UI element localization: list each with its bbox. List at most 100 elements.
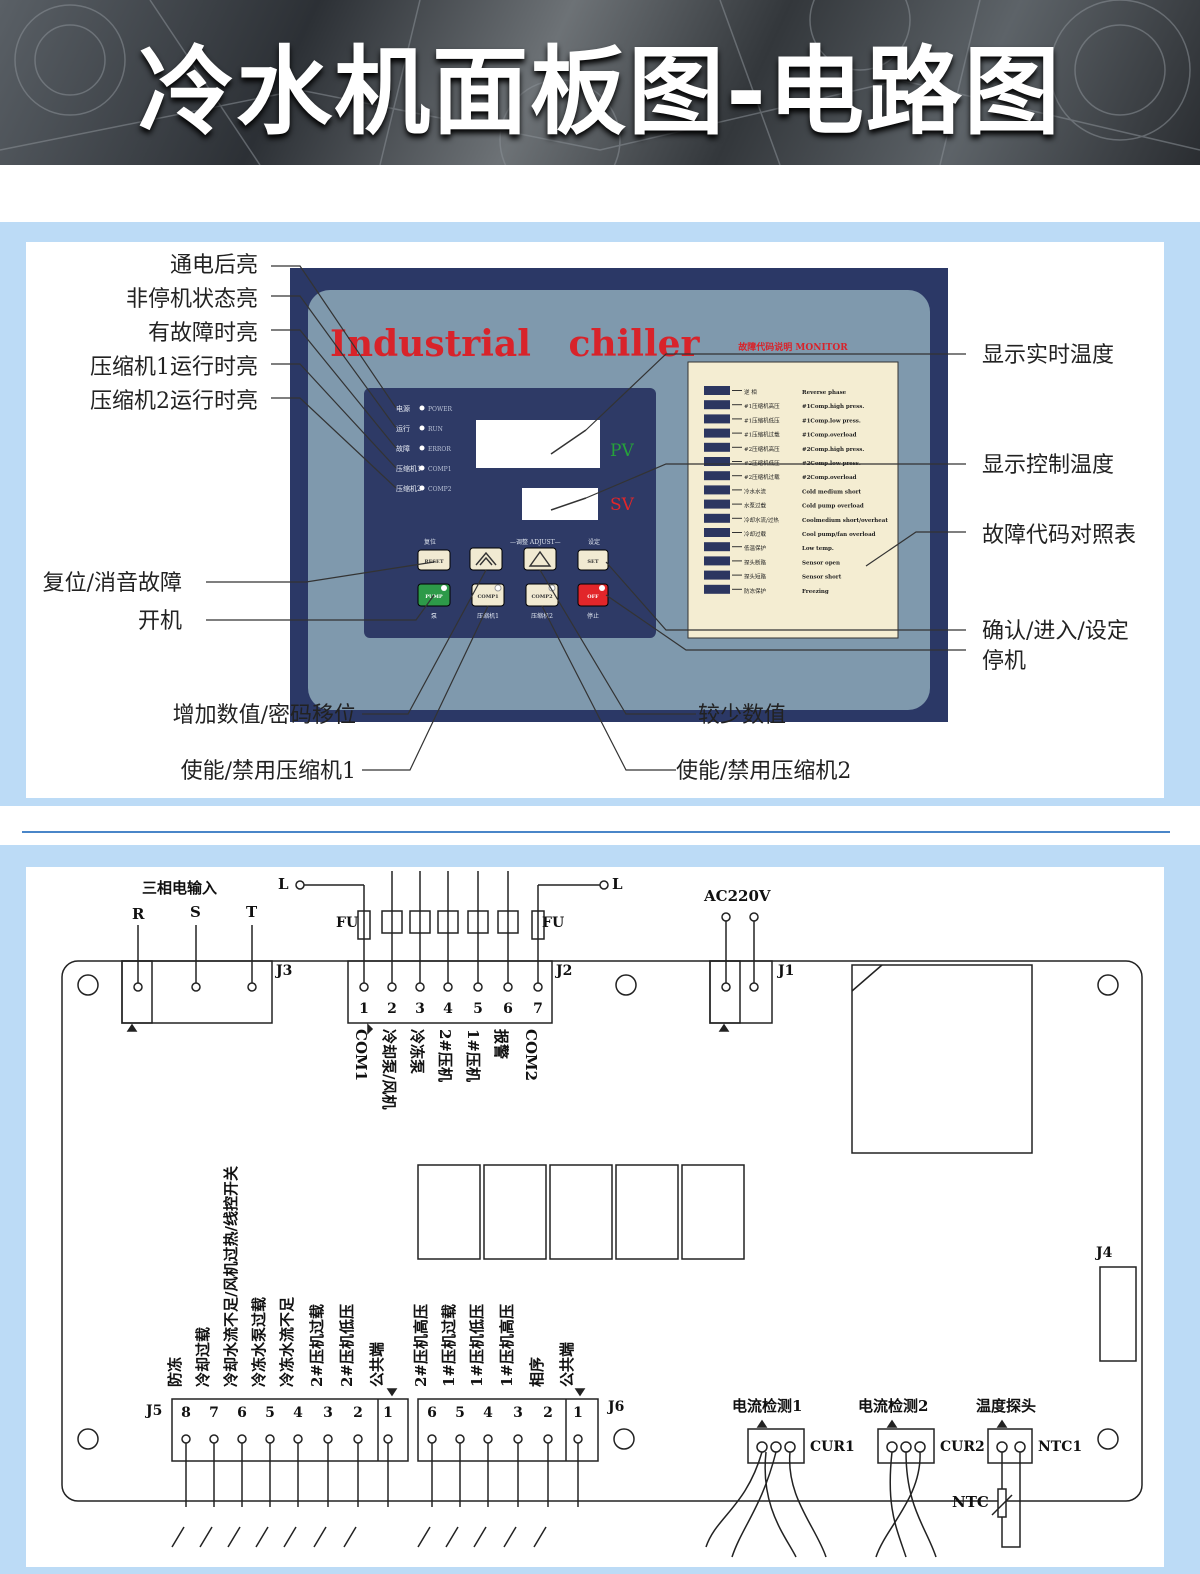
- j6-pin-number: 1: [573, 1405, 583, 1421]
- fault-code-chip: [704, 556, 730, 566]
- callout-comp1-toggle: 使能/禁用压缩机1: [181, 759, 356, 784]
- shift-arrow-button[interactable]: [523, 547, 557, 571]
- fault-code-en: #2Comp.overload: [802, 475, 857, 481]
- sv-display: [522, 488, 598, 520]
- fault-code-en: Sensor short: [802, 575, 842, 581]
- led-indicator: [419, 465, 425, 471]
- banner: 冷水机面板图-电路图: [0, 0, 1200, 165]
- j2-pin-number: 1: [359, 1001, 369, 1017]
- callout-start: 开机: [138, 609, 182, 634]
- fault-code-en: Freezing: [802, 589, 829, 595]
- j5-pin-number: 2: [353, 1405, 363, 1421]
- led-label-cn: 故障: [396, 444, 410, 453]
- j2-pin-label: COM2: [522, 1029, 540, 1081]
- j6-label: J6: [606, 1399, 624, 1415]
- fault-code-en: Cold medium short: [802, 489, 862, 495]
- led-label-cn: 压缩机1: [396, 464, 421, 473]
- fault-code-chip: [704, 428, 730, 438]
- reset-button[interactable]: RESET: [417, 549, 451, 571]
- callout-comp2-toggle: 使能/禁用压缩机2: [676, 759, 851, 784]
- fault-code-cn: 逆 相: [744, 388, 757, 396]
- circuit-card: J4 三相电输入 R S T J3 L L FU FU: [26, 867, 1164, 1567]
- led-label-cn: 电源: [396, 404, 410, 413]
- j1-connector: [709, 912, 773, 1032]
- j5-pin-number: 6: [237, 1405, 247, 1421]
- j3-connector: [121, 925, 273, 1032]
- j5-pin-hole: [323, 1434, 333, 1444]
- section-divider: [22, 831, 1170, 833]
- relay-block: [417, 1164, 745, 1260]
- callout-increase: 增加数值/密码移位: [173, 703, 356, 728]
- fault-code-chip: [704, 442, 730, 452]
- shift-arrow-icon: [528, 550, 552, 567]
- reset-button-label: RESET: [424, 559, 443, 565]
- switch-symbol: [313, 1526, 327, 1548]
- j3-label: J3: [274, 963, 292, 979]
- j6-pin-hole: [483, 1434, 493, 1444]
- switch-symbol: [533, 1526, 547, 1548]
- fault-code-chip: [704, 542, 730, 552]
- j5-pin-number: 1: [383, 1405, 393, 1421]
- j2-pin-number: 6: [503, 1001, 513, 1017]
- fault-code-cn: 冷水水流: [744, 487, 767, 495]
- callout-sv: 显示控制温度: [982, 453, 1114, 478]
- j5-pin-hole: [353, 1434, 363, 1444]
- j1-label: J1: [776, 963, 794, 979]
- l-right: L: [612, 875, 623, 893]
- mount-hole: [77, 1428, 99, 1450]
- off-button[interactable]: OFF: [577, 583, 609, 607]
- callout-stop: 停机: [982, 649, 1026, 674]
- comp1-button-label: COMP1: [477, 594, 498, 600]
- j2-pin-label: COM1: [352, 1029, 370, 1081]
- j6-pin-label: 相序: [528, 1357, 546, 1387]
- up-arrow-button[interactable]: [469, 547, 503, 571]
- fault-code-chip: [704, 471, 730, 481]
- j2-pin-number: 7: [533, 1001, 543, 1017]
- j5-pin-number: 8: [181, 1405, 191, 1421]
- j5-pin-hole: [293, 1434, 303, 1444]
- switch-symbol: [255, 1526, 269, 1548]
- set-button[interactable]: SET: [577, 549, 609, 571]
- cur1-tag: CUR1: [810, 1439, 855, 1455]
- switch-symbol: [473, 1526, 487, 1548]
- fault-code-cn: #2压缩机过载: [744, 473, 780, 481]
- j5-pin-label: 2#压机低压: [338, 1304, 356, 1387]
- led-label-en: POWER: [428, 406, 453, 413]
- j2-pin-label: 报警: [492, 1029, 510, 1059]
- fault-code-chip: [704, 485, 730, 495]
- callout-lines: [206, 265, 966, 771]
- mount-hole: [1097, 1428, 1119, 1450]
- pump-button-label: PUMP: [425, 594, 443, 600]
- comp1-bottom-label: 压缩机1: [477, 612, 499, 620]
- pv-display: [476, 420, 600, 468]
- fault-code-en: #1Comp.high press.: [802, 404, 864, 410]
- banner-title: 冷水机面板图-电路图: [138, 36, 1062, 148]
- j4-connector: [1099, 1266, 1137, 1362]
- ntc-label: NTC: [952, 1493, 989, 1511]
- callout-fault-table: 故障代码对照表: [982, 523, 1136, 548]
- fault-code-chip: [704, 457, 730, 466]
- fault-code-cn: #2压缩机高压: [744, 445, 780, 453]
- j5-pin-number: 3: [323, 1405, 333, 1421]
- j6-pin-label: 1#压机过载: [440, 1304, 458, 1387]
- fault-code-en: #1Comp.overload: [802, 433, 857, 439]
- j5-label: J5: [144, 1403, 162, 1419]
- callout-reset: 复位/消音故障: [43, 571, 182, 596]
- cur1-title: 电流检测1: [732, 1397, 802, 1415]
- phase-t: T: [246, 903, 258, 921]
- set-button-label: SET: [587, 559, 598, 565]
- comp2-button[interactable]: COMP2: [525, 583, 559, 607]
- switch-symbol: [171, 1526, 185, 1548]
- fault-code-cn: 探头短路: [744, 573, 767, 581]
- callout-error: 有故障时亮: [148, 321, 258, 346]
- fault-code-cn: 冷却过载: [744, 530, 767, 538]
- callout-comp2-led: 压缩机2运行时亮: [90, 389, 258, 414]
- fault-code-chip: [704, 414, 730, 424]
- j2-pin-label: 1#压机: [464, 1029, 482, 1082]
- fu-left: FU: [336, 915, 358, 931]
- j6-pin-number: 3: [513, 1405, 523, 1421]
- fault-code-en: Reverse phase: [802, 390, 847, 396]
